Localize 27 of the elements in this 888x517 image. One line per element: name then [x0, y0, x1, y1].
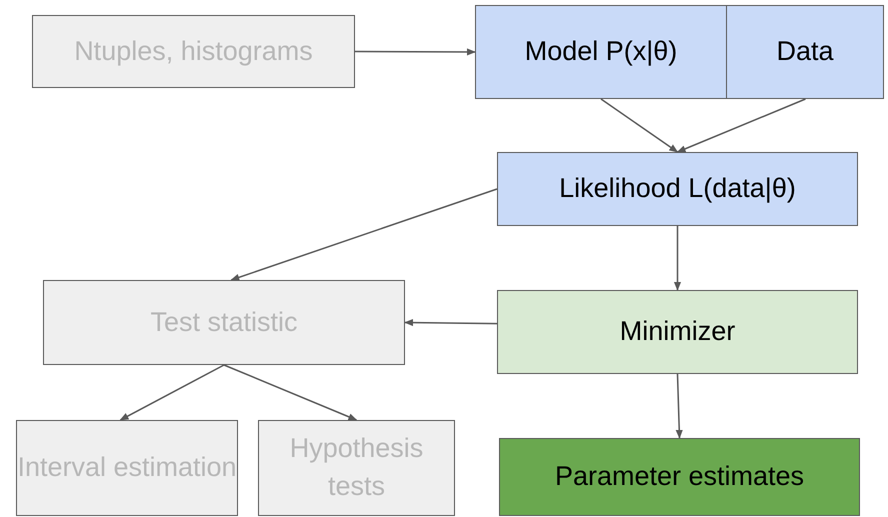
arrow [676, 374, 683, 439]
box-label: Data [776, 35, 834, 68]
arrow [230, 188, 498, 281]
process-box [16, 420, 238, 516]
arrow [355, 48, 476, 56]
process-box [497, 152, 858, 226]
box-label: Test statistic [150, 306, 298, 339]
box-label: Minimizer [620, 315, 736, 348]
box-label: Likelihood L(data|θ) [559, 172, 796, 206]
arrow [120, 364, 224, 421]
process-box [497, 290, 858, 374]
process-box [475, 5, 727, 99]
process-box [258, 420, 455, 516]
box-label: Hypothesis tests [288, 432, 424, 503]
arrow [674, 226, 682, 291]
box-label: Model P(x|θ) [524, 35, 678, 68]
process-box [727, 5, 884, 99]
arrow [676, 98, 806, 153]
arrow [404, 319, 498, 326]
arrow [600, 98, 678, 153]
process-box [32, 15, 355, 88]
arrow [224, 364, 358, 421]
box-label: Parameter estimates [554, 460, 804, 494]
process-box [499, 438, 860, 516]
box-label: Interval estimation [17, 451, 237, 484]
box-label: Ntuples, histograms [74, 34, 313, 68]
process-box [43, 280, 405, 365]
